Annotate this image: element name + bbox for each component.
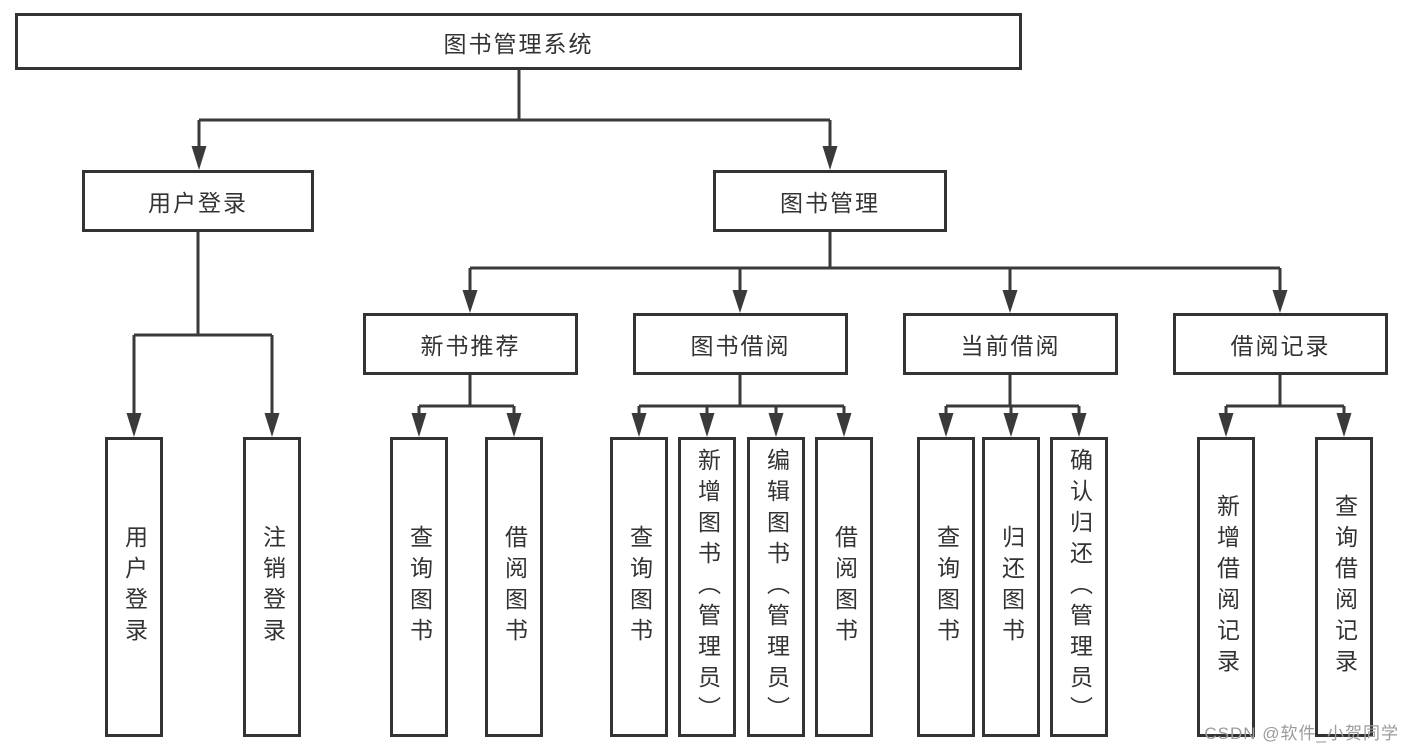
node-library-management-system: 图书管理系统 [15,13,1022,70]
node-add-book-admin: 新增图书（管理员） [678,437,736,737]
connector-new-book-recommend [417,375,516,416]
node-current-borrow: 当前借阅 [903,313,1118,375]
node-new-book-recommend: 新书推荐 [363,313,578,375]
node-user-login: 用户登录 [82,170,314,232]
node-return-book: 归还图书 [982,437,1040,737]
node-query-books-recommend: 查询图书 [390,437,448,737]
node-confirm-return-admin: 确认归还（管理员） [1050,437,1108,737]
watermark: CSDN @软件_小贺同学 [1204,724,1399,743]
node-query-books-borrow: 查询图书 [610,437,668,737]
node-book-borrow: 图书借阅 [633,313,848,375]
connector-current-borrow [944,375,1081,416]
node-query-borrow-record: 查询借阅记录 [1315,437,1373,737]
node-borrow-books-leaf: 借阅图书 [815,437,873,737]
connector-root [197,70,832,150]
connector-book-borrow [637,375,846,416]
node-user-login-leaf: 用户登录 [105,437,163,737]
connector-book-management [468,231,1282,294]
arrowhead-icons [126,146,1352,437]
connector-user-login [132,232,274,416]
node-borrow-books-recommend: 借阅图书 [485,437,543,737]
node-borrow-record: 借阅记录 [1173,313,1388,375]
node-edit-book-admin: 编辑图书（管理员） [747,437,805,737]
connector-borrow-record [1224,375,1346,416]
node-add-borrow-record: 新增借阅记录 [1197,437,1255,737]
node-logout: 注销登录 [243,437,301,737]
node-query-books-current: 查询图书 [917,437,975,737]
node-book-management: 图书管理 [713,170,947,232]
